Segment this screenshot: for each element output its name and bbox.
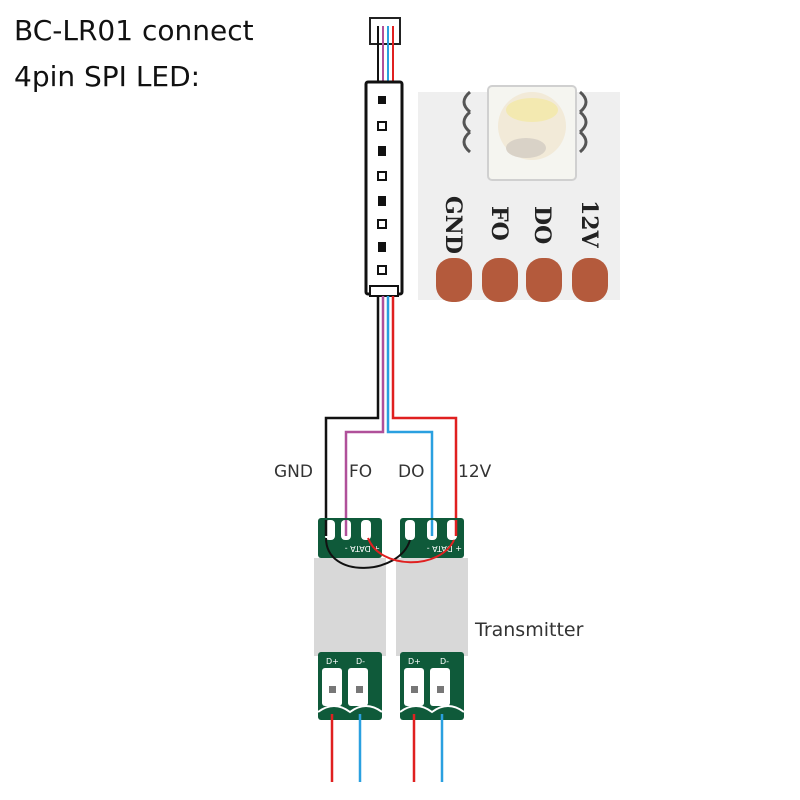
top-connector [369,17,401,86]
transmitter-label: Transmitter [474,619,584,641]
pad-label-gnd: GND [440,196,466,254]
module-right-dminus-label: D- [440,657,449,666]
pad-label-12v: 12V [576,200,602,249]
led-strip-closeup: GND FO DO 12V [418,82,620,302]
wire-label-gnd: GND [274,462,313,482]
wire-label-fo: FO [349,462,372,482]
module-left-dminus-label: D- [356,657,365,666]
wire-12v [391,296,458,532]
v12-jumper-wire [367,537,455,564]
led-strip-vertical [364,80,404,297]
wire-fo [344,296,385,532]
transmitter-module-right: + DATA - D+ D- [396,518,468,720]
pad-12v [572,258,608,302]
wire-gnd [324,296,380,532]
title-line-1: BC-LR01 connect [14,14,254,47]
pad-do [526,258,562,302]
pad-gnd [436,258,472,302]
module-right-dplus-label: D+ [408,657,421,666]
pad-fo [482,258,518,302]
wire-do [386,296,434,532]
pad-label-fo: FO [486,206,512,241]
wire-label-12v: 12V [458,462,492,482]
gnd-jumper-wire [325,537,411,569]
title-line-2: 4pin SPI LED: [14,60,201,93]
pad-label-do: DO [529,206,555,244]
module-left-dplus-label: D+ [326,657,339,666]
module-left-top-label: + DATA - [345,544,380,553]
wire-label-do: DO [398,462,424,482]
transmitter-module-left: + DATA - D+ D- [314,518,386,720]
module-right-top-label: + DATA - [427,544,462,553]
